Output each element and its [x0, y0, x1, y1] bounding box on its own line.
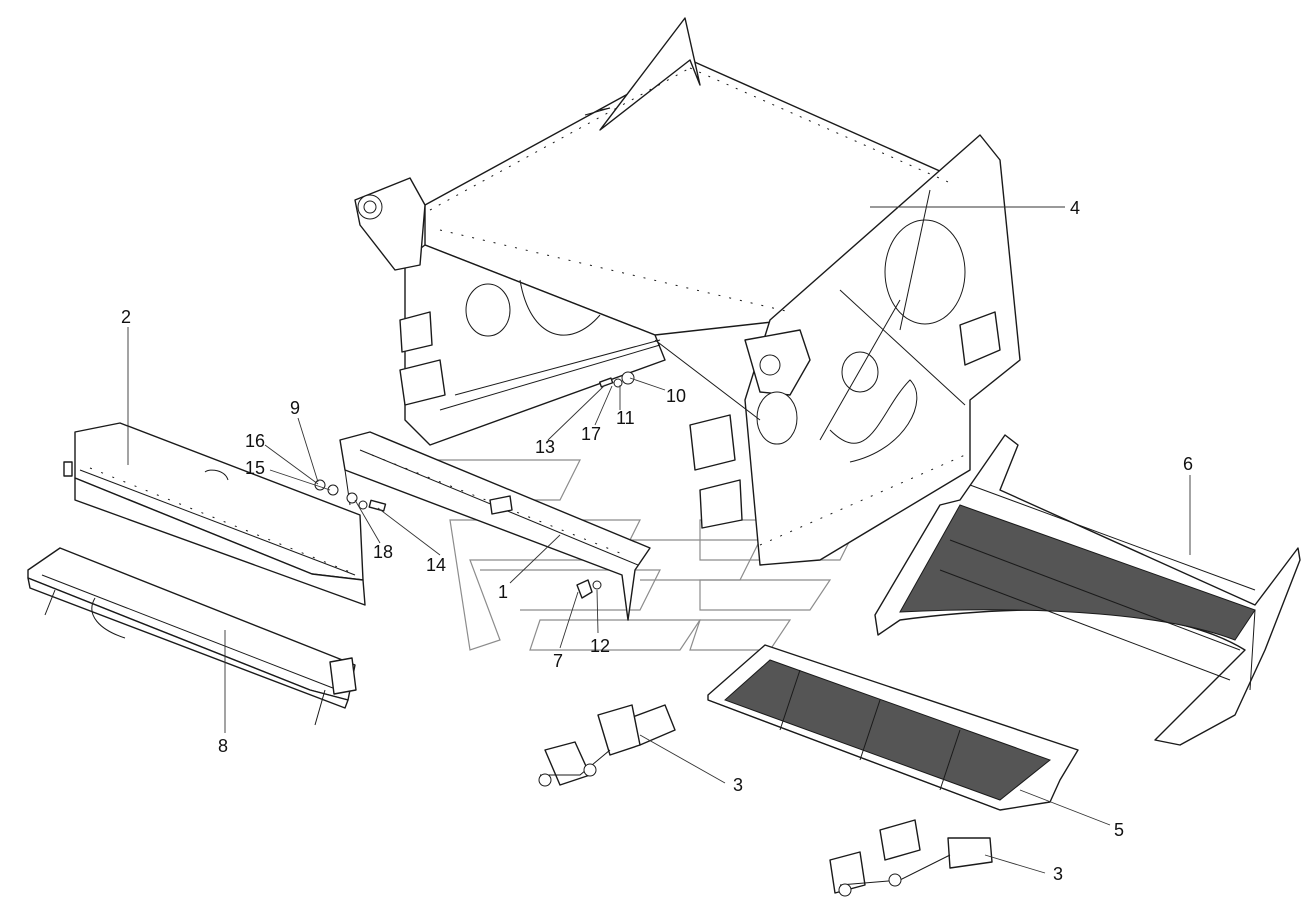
- callout-17: 17: [581, 424, 601, 444]
- leader-lines: [127, 206, 1191, 874]
- part-6-concave: [874, 434, 1301, 746]
- callout-3a: 3: [733, 775, 743, 795]
- callout-3b: 3: [1053, 864, 1063, 884]
- callout-14: 14: [426, 555, 446, 575]
- callout-5: 5: [1114, 820, 1124, 840]
- part-4-housing: [354, 17, 1021, 566]
- callout-6: 6: [1183, 454, 1193, 474]
- callout-1: 1: [498, 582, 508, 602]
- callout-15: 15: [245, 458, 265, 478]
- part-3-drive-upper: [538, 704, 676, 787]
- fasteners: [314, 371, 635, 599]
- callout-labels: 1 2 3 3 4 5 6 7 8 9 10 11 12 13 14 15 16…: [121, 198, 1193, 884]
- callout-18: 18: [373, 542, 393, 562]
- callout-11: 11: [616, 408, 635, 428]
- part-2-panel: [63, 422, 366, 606]
- callout-16: 16: [245, 431, 265, 451]
- callout-2: 2: [121, 307, 131, 327]
- callout-13: 13: [535, 437, 555, 457]
- callout-10: 10: [666, 386, 686, 406]
- part-5-sieve: [707, 644, 1079, 811]
- part-8-cover: [27, 547, 357, 726]
- part-1-beam: [339, 431, 651, 621]
- part-3-drive-lower: [829, 819, 993, 897]
- callout-8: 8: [218, 736, 228, 756]
- callout-9: 9: [290, 398, 300, 418]
- callout-4: 4: [1070, 198, 1080, 218]
- callout-7: 7: [553, 651, 563, 671]
- callout-12: 12: [590, 636, 610, 656]
